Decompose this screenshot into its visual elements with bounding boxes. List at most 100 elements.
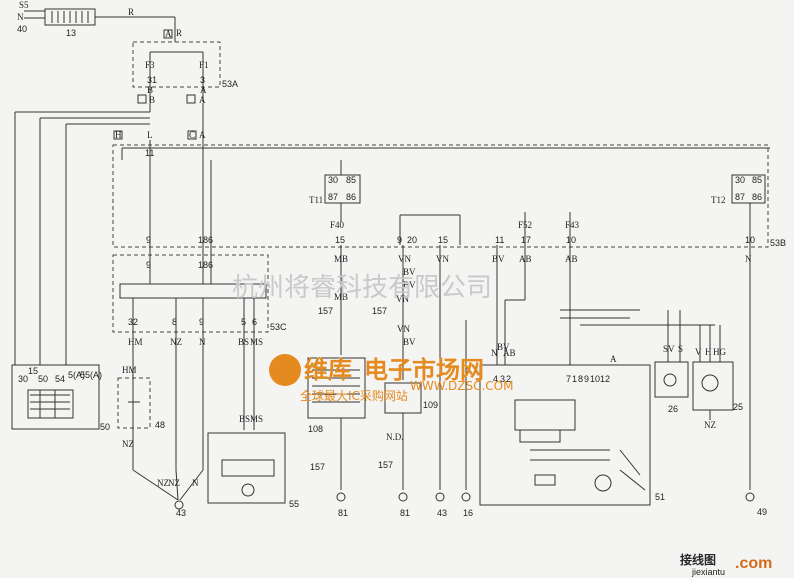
c51-wire-bv: BV <box>497 342 510 352</box>
c53b-conn-c: C <box>189 130 195 140</box>
c25-label: 25 <box>733 402 743 412</box>
wire-nz: NZ <box>170 337 182 347</box>
c53a-pin-31: 31 <box>147 75 157 85</box>
conn-157-a: 157 <box>318 306 333 316</box>
c50-label: 50 <box>100 422 110 432</box>
component-53a: A R F3 F1 31 3 B A 53A B A <box>132 28 238 105</box>
component-40: S5 N 40 <box>17 0 45 34</box>
relay-t12: 30 85 87 86 T12 <box>711 174 766 205</box>
wire-bs: BS <box>238 337 249 347</box>
c51-label: 51 <box>655 492 665 502</box>
c51-pin-1: 1 <box>572 374 577 384</box>
c53a-pin-3: 3 <box>200 75 205 85</box>
pin-17: 17 <box>521 235 531 245</box>
c53a-top-r: R <box>176 28 182 38</box>
c51-wire-a: A <box>610 354 617 364</box>
fuse-f43: F43 <box>565 220 580 230</box>
t11-pin-87: 87 <box>328 192 338 202</box>
c40-label: 40 <box>17 24 27 34</box>
wire-bv-2: BV <box>403 280 416 290</box>
c50-pin-54: 54 <box>55 374 65 384</box>
fuse-f40: F40 <box>330 220 345 230</box>
component-53b: 53B H C L A 11 30 85 87 86 T11 F40 30 85 <box>112 130 786 248</box>
t11-label: T11 <box>309 195 323 205</box>
wire-bv-3: BV <box>403 337 416 347</box>
c53a-out-a: A <box>199 95 206 105</box>
c53c-in-9: 9 <box>146 260 151 270</box>
c26-label: 26 <box>668 404 678 414</box>
c51-pin-10: 10 <box>590 374 600 384</box>
wire-ms: MS <box>250 337 263 347</box>
component-26: 26 SV S <box>654 310 689 414</box>
wire-top-r: R <box>128 7 134 17</box>
wire-vn-1: VN <box>398 254 411 264</box>
c53a-letter-b: B <box>147 85 153 95</box>
gnd-wire-nz1: NZ <box>157 478 169 488</box>
c40-pin-n: N <box>17 12 24 22</box>
gnd-wire-n: N <box>192 478 199 488</box>
c13-label: 13 <box>66 28 76 38</box>
c53c-pin-8: 8 <box>172 317 177 327</box>
c51-pin-7: 7 <box>566 374 571 384</box>
c26-wire-sv: SV <box>663 344 675 354</box>
watermark-url: WWW.DZSC.COM <box>410 379 513 393</box>
ground-43-left: 43 NZ NZ N <box>132 469 204 518</box>
wire-n: N <box>199 337 206 347</box>
pin-15-a: 15 <box>335 235 345 245</box>
c53b-conn-h: H <box>115 130 122 140</box>
c51-pin-8: 8 <box>578 374 583 384</box>
wire-ab-1: AB <box>519 254 532 264</box>
gnd-81-a-label: 81 <box>338 508 348 518</box>
c55-label: 55 <box>289 499 299 509</box>
gnd-81-b-label: 81 <box>400 508 410 518</box>
c25-wire-h: H <box>705 347 712 357</box>
wire-vn-2: VN <box>396 294 409 304</box>
c53b-label: 53B <box>770 238 786 248</box>
c53c-pin-6: 6 <box>252 317 257 327</box>
t11-pin-30: 30 <box>328 175 338 185</box>
c50-pin-50: 50 <box>38 374 48 384</box>
c109-label: 109 <box>423 400 438 410</box>
corner-text-3: .com <box>735 555 772 572</box>
wire-ab-2: AB <box>565 254 578 264</box>
c25-wire-v: V <box>695 347 702 357</box>
watermark-logo-icon <box>269 354 301 386</box>
c51-pin-9: 9 <box>584 374 589 384</box>
c48-wire-hm: HM <box>122 365 137 375</box>
c53a-label: 53A <box>222 79 238 89</box>
pin-10-a: 10 <box>566 235 576 245</box>
t12-pin-30: 30 <box>735 175 745 185</box>
conn-157-c: 157 <box>372 306 387 316</box>
watermark-site: 电子市场网 <box>364 356 484 384</box>
component-55: 55 BS MS <box>207 414 299 509</box>
watermark-tagline: 全球最大IC采购网站 <box>300 388 408 403</box>
c55-wire-bs: BS <box>239 414 250 424</box>
component-25: 25 V H HG NZ <box>692 325 743 430</box>
t12-pin-86: 86 <box>752 192 762 202</box>
component-48: 48 HM NZ <box>117 365 165 449</box>
wire-bv-4: BV <box>492 254 505 264</box>
corner-text-1: 接线图 <box>680 552 716 567</box>
gnd-43-right-label: 43 <box>437 508 447 518</box>
relay-t11: 30 85 87 86 T11 F40 <box>309 160 361 230</box>
c48-wire-nz: NZ <box>122 439 134 449</box>
pin-6: 6 <box>208 235 213 245</box>
conn-157-b: 157 <box>310 462 325 472</box>
gnd-16-label: 16 <box>463 508 473 518</box>
c48-label: 48 <box>155 420 165 430</box>
c51-pin-3: 3 <box>500 374 505 384</box>
c108-label: 108 <box>308 424 323 434</box>
wire-nd: N.D. <box>386 432 404 442</box>
wire-n-right: N <box>745 254 752 264</box>
t11-pin-85: 85 <box>346 175 356 185</box>
c53a-letter-a: A <box>200 85 207 95</box>
corner-text-2: jiexiantu <box>691 567 725 577</box>
c26-wire-s: S <box>678 344 683 354</box>
c50-pin-15: 15 <box>28 366 38 376</box>
pin-11: 11 <box>495 235 504 245</box>
watermark-company: 杭州将睿科技有限公司 <box>232 273 492 303</box>
wire-hm: HM <box>128 337 143 347</box>
pin-15-b: 15 <box>438 235 448 245</box>
gnd-43-left-label: 43 <box>176 508 186 518</box>
